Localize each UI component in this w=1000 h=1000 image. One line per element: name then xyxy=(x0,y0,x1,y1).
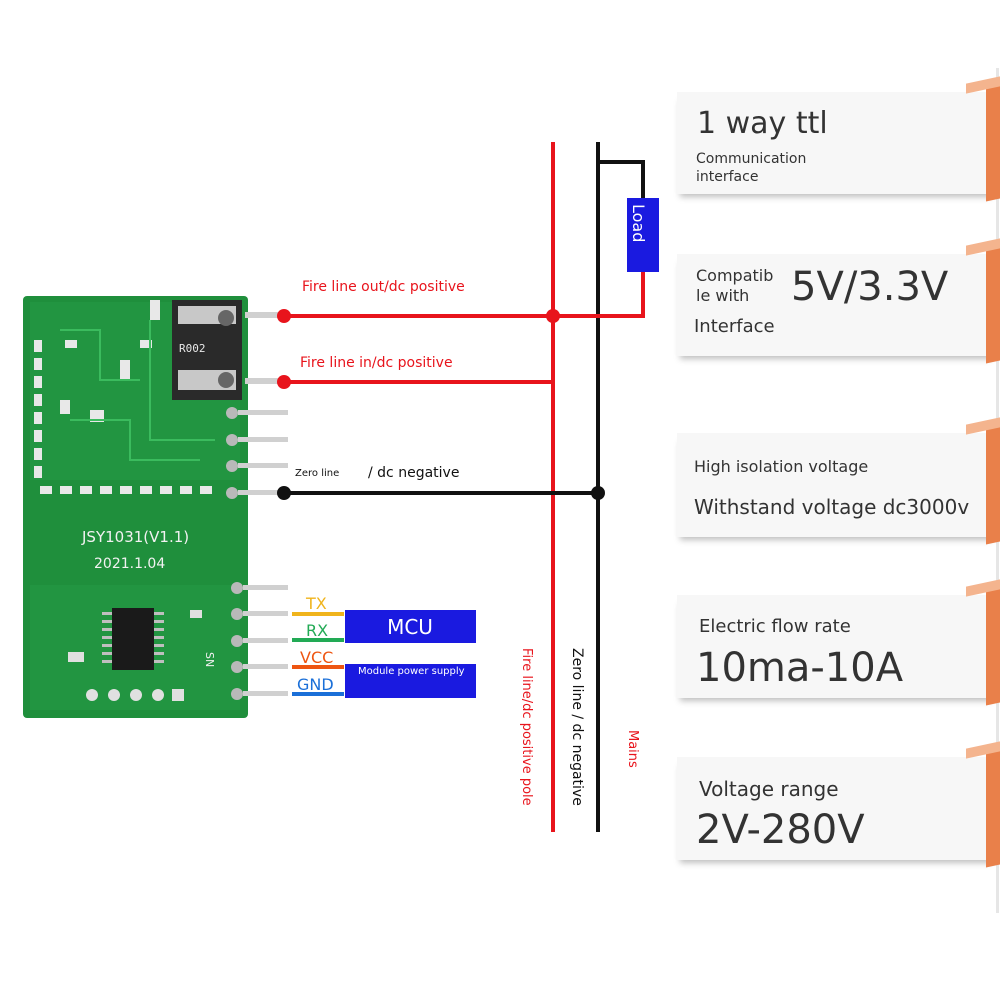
uart-pins: TX RX VCC GND MCU Module power supply xyxy=(292,594,476,698)
wires xyxy=(284,142,645,832)
feature-card-voltage-range: Voltage range 2V-280V xyxy=(677,741,1000,868)
range-title: Voltage range xyxy=(699,777,839,801)
pcb-board: R002 JSY1031(V1.1) 2021.1.04 SN xyxy=(23,296,288,718)
feature-card-isolation: High isolation voltage Withstand voltage… xyxy=(677,417,1000,545)
feature-card-ttl: 1 way ttl Communication interface xyxy=(677,76,1000,202)
sn-label: SN xyxy=(203,652,216,667)
isolation-title: High isolation voltage xyxy=(694,457,869,476)
load-feed-wire xyxy=(598,160,645,200)
rx-label: RX xyxy=(306,621,328,640)
vertical-zero-label: Zero line / dc negative xyxy=(569,648,585,806)
module-power-label: Module power supply xyxy=(358,666,465,677)
wire-junctions xyxy=(277,309,605,500)
fire-out-label: Fire line out/dc positive xyxy=(302,279,465,295)
negative-label: / dc negative xyxy=(368,465,459,481)
fire-out-wire xyxy=(284,270,645,318)
mains-label: Mains xyxy=(625,730,640,768)
mcu-label: MCU xyxy=(387,615,433,639)
load-box: Load xyxy=(627,198,659,272)
power-box xyxy=(345,664,476,698)
current-title: Electric flow rate xyxy=(699,616,851,637)
ic-chip xyxy=(112,608,154,670)
isolation-subtitle: Withstand voltage dc3000v xyxy=(694,495,970,519)
compat-bottom: Interface xyxy=(694,316,775,337)
board-model: JSY1031(V1.1) xyxy=(81,528,189,546)
mcu-box xyxy=(345,610,476,643)
ttl-title: 1 way ttl xyxy=(697,106,828,141)
range-value: 2V-280V xyxy=(696,807,865,853)
zero-line-label: Zero line xyxy=(295,468,339,479)
ttl-subtitle: Communication interface xyxy=(696,151,807,185)
board-date: 2021.1.04 xyxy=(94,556,165,572)
current-value: 10ma-10A xyxy=(696,645,904,691)
feature-card-voltage-compat: Compatib le with 5V/3.3V Interface xyxy=(677,238,1000,364)
resistor-label: R002 xyxy=(179,342,206,355)
compat-left-label: Compatib le with xyxy=(696,266,774,305)
gnd-label: GND xyxy=(297,675,334,694)
vcc-label: VCC xyxy=(300,648,333,667)
feature-card-current: Electric flow rate 10ma-10A xyxy=(677,579,1000,706)
fire-in-label: Fire line in/dc positive xyxy=(300,355,453,371)
load-label: Load xyxy=(629,204,648,242)
tx-label: TX xyxy=(305,594,327,613)
vertical-fire-label: Fire line/dc positive pole xyxy=(519,648,534,806)
compat-big: 5V/3.3V xyxy=(791,264,949,310)
